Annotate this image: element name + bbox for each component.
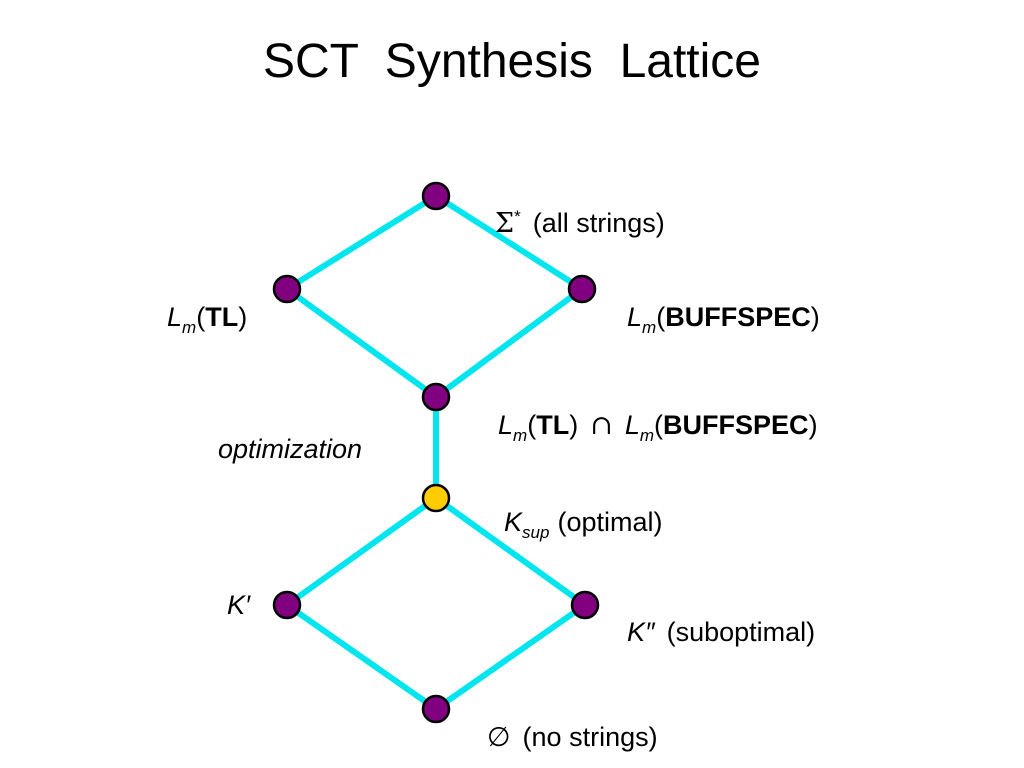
label-ksup-text: (optimal) [557, 507, 663, 537]
label-optimization: optimization [218, 434, 363, 464]
lm-sub: m [182, 318, 197, 337]
edge-top-left [284, 193, 439, 292]
edge-ksup-kprime [284, 495, 439, 608]
k-letter: K [504, 507, 523, 537]
buffspec-arg: BUFFSPEC [665, 302, 811, 332]
label-lm-tl: Lm(TL) [152, 277, 248, 337]
sup-subscript: sup [522, 523, 550, 542]
paren-open: ( [654, 410, 664, 440]
intersection-symbol: ∩ [590, 410, 613, 441]
node-ksup-optimal [421, 483, 451, 513]
paren-open: ( [196, 302, 206, 332]
node-kprime [272, 590, 302, 620]
node-kdoubleprime [570, 590, 600, 620]
edge-kprime-bottom [284, 602, 439, 712]
paren-open: ( [527, 410, 537, 440]
label-lm-buffspec: Lm(BUFFSPEC) [612, 277, 820, 337]
buffspec-arg: BUFFSPEC [663, 410, 809, 440]
node-top-sigma-star [421, 181, 451, 211]
node-lm-tl [272, 274, 302, 304]
paren-close: ) [238, 302, 248, 332]
tl-arg: TL [205, 302, 239, 332]
lm-L: L [627, 302, 643, 332]
lm-L: L [624, 410, 640, 440]
label-intersection: Lm(TL)∩Lm(BUFFSPEC) [483, 385, 818, 445]
paren-close: ) [569, 410, 579, 440]
edge-top-right [433, 193, 585, 292]
edge-right-meet [433, 286, 585, 400]
label-kprime: K′ [227, 590, 251, 620]
node-lm-buffspec [567, 274, 597, 304]
node-intersection [421, 382, 451, 412]
paren-close: ) [810, 302, 820, 332]
edge-left-meet [284, 286, 439, 400]
paren-open: ( [656, 302, 666, 332]
nodes [272, 181, 600, 724]
lm-sub: m [642, 318, 657, 337]
label-ksup: Ksup (optimal) [489, 482, 663, 542]
lm-sub: m [639, 426, 655, 445]
sigma-symbol: Σ [495, 208, 515, 239]
lm-sub: m [513, 426, 528, 445]
tl-arg: TL [536, 410, 570, 440]
label-top: Σ* (all strings) [480, 183, 665, 237]
lm-L: L [167, 302, 183, 332]
label-kdouble-text: (suboptimal) [666, 617, 816, 647]
edges [284, 193, 588, 712]
label-top-text: (all strings) [532, 208, 665, 238]
empty-set-symbol: ∅ [487, 722, 511, 753]
node-bottom-empty [421, 694, 451, 724]
label-bottom: ∅ (no strings) [472, 697, 658, 753]
edge-kdouble-bottom [433, 602, 588, 712]
page-title: SCT Synthesis Lattice [263, 35, 761, 88]
lm-L: L [498, 410, 514, 440]
paren-close: ) [808, 410, 818, 440]
edge-ksup-kdouble [433, 495, 588, 608]
label-kdoubleprime: K″ (suboptimal) [612, 592, 815, 646]
k-double-prime: K″ [627, 617, 655, 647]
kleene-star: * [514, 207, 521, 226]
label-bottom-text: (no strings) [522, 722, 658, 752]
